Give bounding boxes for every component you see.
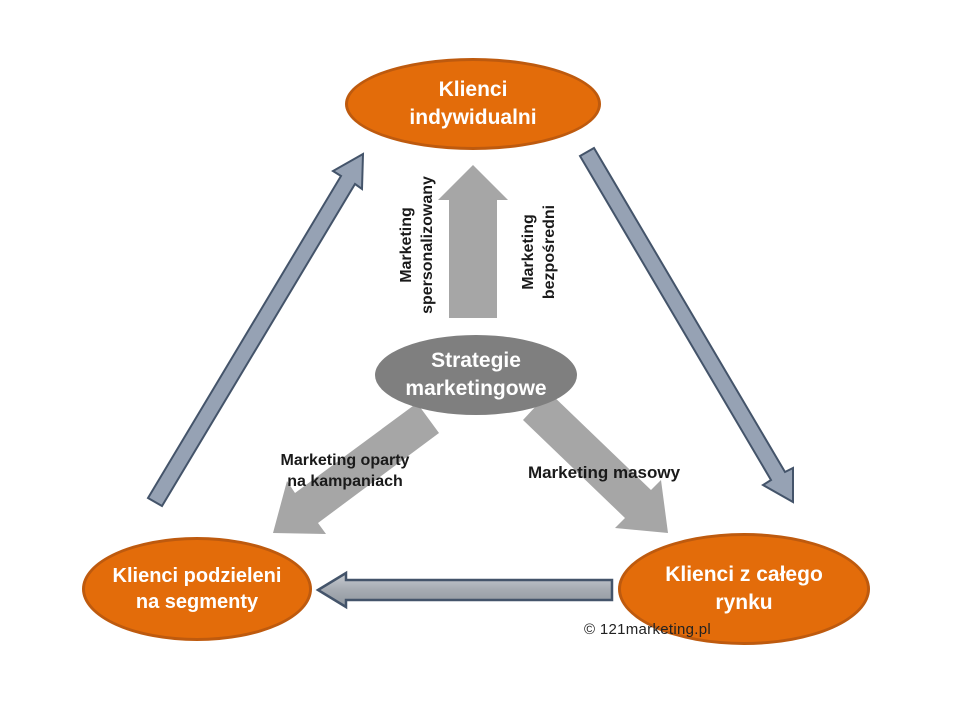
edge-label-line: Marketing <box>398 207 416 283</box>
node-label-line: indywidualni <box>409 106 537 129</box>
node-klienci-indywidualni: Klienci indywidualni <box>345 58 601 150</box>
edge-label-line: na kampaniach <box>287 473 403 490</box>
node-label-line: Klienci <box>438 78 508 102</box>
node-label-line: Klienci podzieleni <box>112 564 282 587</box>
node-klienci-podzieleni-na-segmenty: Klienci podzieleni na segmenty <box>82 537 312 641</box>
edge-label-line: Marketing oparty <box>280 452 410 470</box>
edge-label-marketing-bezposredni: Marketing bezpośredni <box>519 205 561 299</box>
edge-label-line: Marketing masowy <box>527 462 681 482</box>
edge-label-marketing-spersonalizowany: Marketing spersonalizowany <box>397 176 439 314</box>
hub-strategie-marketingowe: Strategie marketingowe <box>375 335 577 415</box>
node-label-line: Klienci z całego <box>665 563 823 587</box>
outer-arrow-up-left-icon <box>146 152 365 508</box>
edge-label-line: Marketing <box>520 214 538 290</box>
outer-arrow-down-right-icon <box>578 146 794 504</box>
edge-label-marketing-masowy: Marketing masowy <box>528 462 680 484</box>
diagonal-arrow-to-market-icon <box>523 392 668 533</box>
hub-label-line: Strategie <box>431 349 521 373</box>
edge-label-line: spersonalizowany <box>419 176 436 314</box>
node-label-line: na segmenty <box>135 591 259 613</box>
watermark-copyright: © 121marketing.pl <box>584 621 712 638</box>
up-arrow-icon <box>438 165 508 318</box>
diagonal-arrow-to-segments-icon <box>273 403 439 534</box>
bottom-left-pointing-arrow-icon <box>315 570 614 610</box>
hub-label-line: marketingowe <box>405 377 547 400</box>
edge-label-line: bezpośredni <box>541 204 558 300</box>
node-klienci-z-calego-rynku: Klienci z całego rynku <box>618 533 870 645</box>
edge-label-marketing-oparty-na-kampaniach: Marketing oparty na kampaniach <box>281 451 410 493</box>
node-label-line: rynku <box>715 591 773 614</box>
